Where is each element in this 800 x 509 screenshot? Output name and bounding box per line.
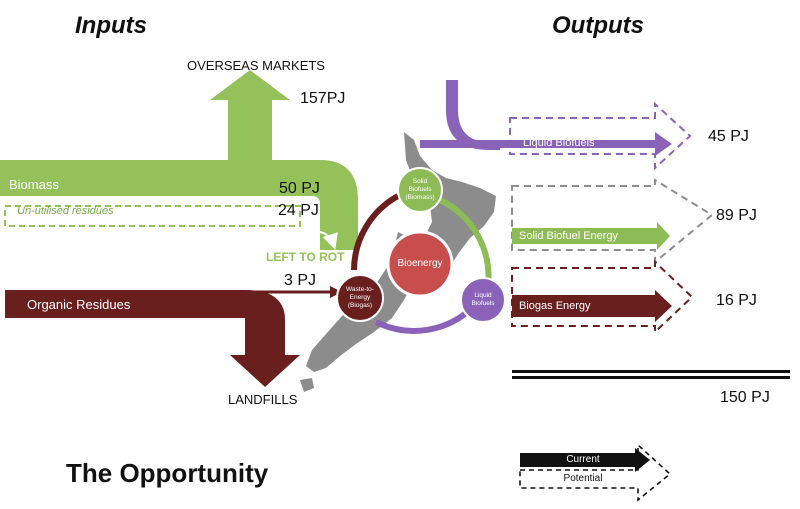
- organic-residues-value: 3 PJ: [284, 272, 317, 289]
- scale-bar-value: 150 PJ: [720, 389, 770, 406]
- scale-bar: [512, 370, 790, 379]
- biomass-label: Biomass: [9, 177, 59, 192]
- cycle-arc-green: [438, 197, 492, 287]
- waste-to-energy-node: [336, 274, 384, 322]
- overseas-markets-label: OVERSEAS MARKETS: [187, 58, 325, 73]
- liquid-biofuels-node: [460, 277, 506, 323]
- solid-biofuel-energy-label: Solid Biofuel Energy: [519, 230, 619, 242]
- outputs-heading: Outputs: [552, 12, 644, 39]
- organic-residues-band: [5, 290, 300, 387]
- bioenergy-core: [386, 230, 454, 298]
- liquid-biofuels-potential-arrow: [509, 101, 692, 171]
- overseas-markets-value: 157PJ: [300, 90, 346, 107]
- biomass-flow-band: [0, 160, 358, 250]
- biogas-energy-label: Biogas Energy: [519, 300, 591, 312]
- cycle-arc-purple: [374, 303, 477, 334]
- legend-potential-arrow: [519, 443, 672, 502]
- solid-biofuels-node: [397, 167, 443, 213]
- liquid-biofuels-label: Liquid Biofuels: [523, 137, 595, 149]
- biogas-energy-value: 16 PJ: [716, 292, 757, 309]
- stewart-island-shape: [300, 378, 314, 392]
- waste-to-energy-node-label: Waste-to-Energy(Biogas): [346, 286, 374, 309]
- legend: [519, 443, 672, 502]
- inputs-heading: Inputs: [75, 12, 147, 39]
- organic-residues-arrowhead: [330, 286, 342, 298]
- biogas-current-arrow: [512, 290, 672, 322]
- liquid-biofuels-current-arrow: [420, 132, 672, 156]
- unutilised-residues-value: 24 PJ: [278, 202, 319, 219]
- solid-biofuel-energy-value: 89 PJ: [716, 207, 757, 224]
- unutilised-residues-label: Un-utilised residues: [17, 205, 114, 217]
- landfills-label: LANDFILLS: [228, 392, 298, 407]
- left-to-rot-arrow: [300, 231, 338, 250]
- bioenergy-cycle: [336, 167, 506, 334]
- legend-potential-label: Potential: [563, 473, 603, 484]
- cycle-arc-maroon: [351, 193, 400, 271]
- liquid-supply-curve: [446, 80, 500, 150]
- legend-current-label: Current: [566, 454, 600, 465]
- overseas-markets-arrow: [210, 70, 290, 186]
- solid-biofuel-potential-arrow: [511, 178, 714, 265]
- legend-current-arrow: [520, 448, 650, 472]
- biomass-value: 50 PJ: [279, 180, 320, 197]
- footer-title: The Opportunity: [66, 458, 269, 488]
- organic-residues-label: Organic Residues: [27, 297, 131, 312]
- unutilised-residues-arrow: [4, 205, 301, 227]
- bioenergy-core-label: Bioenergy: [397, 258, 443, 269]
- liquid-biofuels-value: 45 PJ: [708, 128, 749, 145]
- biogas-potential-arrow: [511, 259, 694, 335]
- solid-biofuel-current-arrow: [512, 222, 670, 250]
- left-to-rot-label: LEFT TO ROT: [266, 250, 345, 264]
